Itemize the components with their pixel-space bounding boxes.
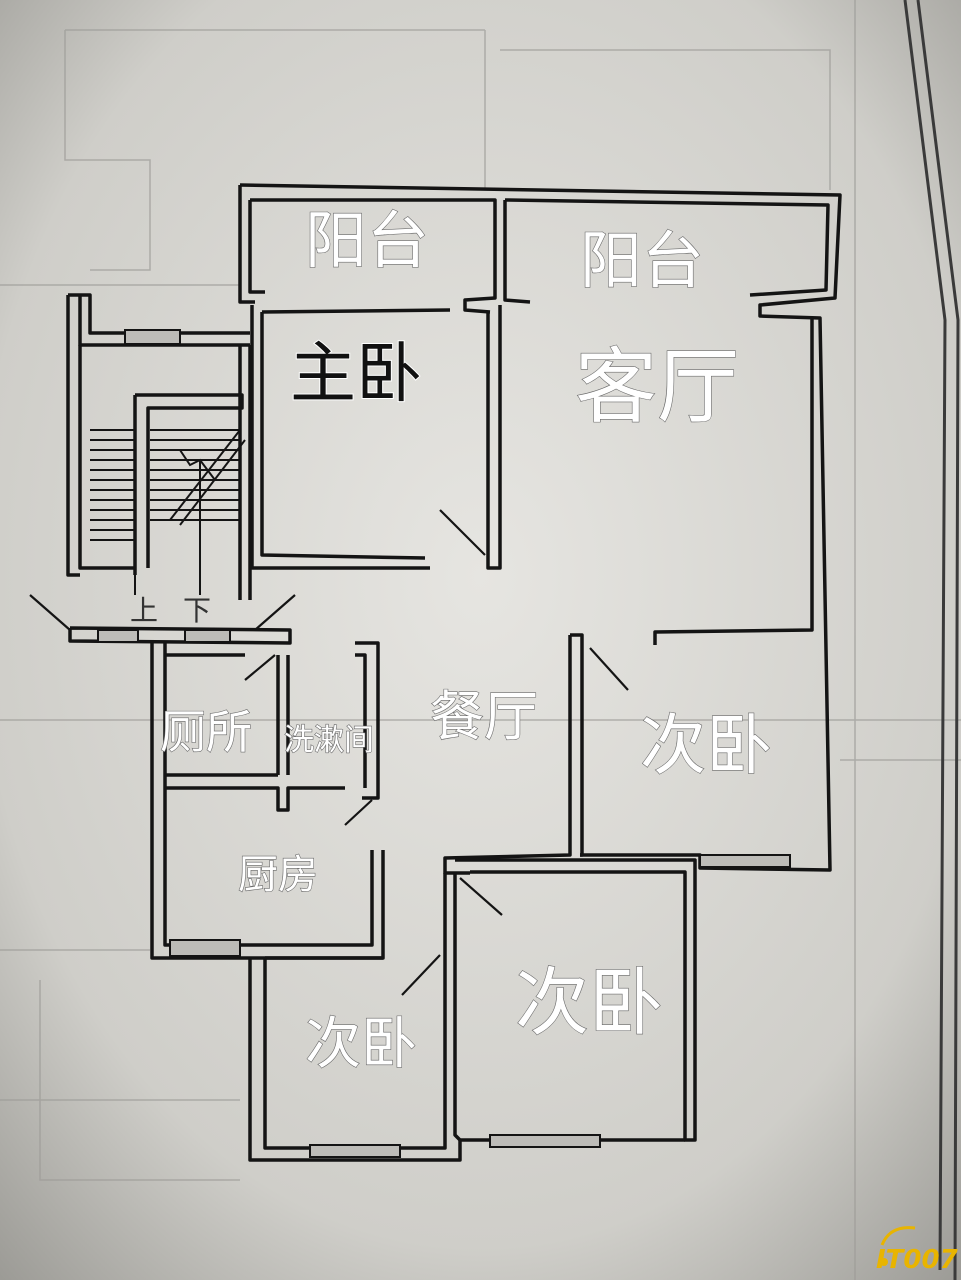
room-label-toilet: 厕所 bbox=[160, 705, 252, 759]
room-label-dining-room: 餐厅 bbox=[430, 685, 538, 748]
stairs-up-label: 上 bbox=[130, 594, 158, 627]
watermark-logo bbox=[880, 1226, 916, 1266]
room-label-balcony-left: 阳台 bbox=[305, 204, 429, 277]
room-label-second-bedroom-bottom: 次卧 bbox=[305, 1012, 417, 1077]
room-label-kitchen: 厨房 bbox=[238, 852, 318, 898]
stairs-down-label: 下 bbox=[183, 594, 211, 627]
room-label-master-bedroom: 主卧 bbox=[290, 335, 422, 412]
staircase bbox=[90, 429, 246, 595]
room-label-second-bedroom-center: 次卧 bbox=[515, 960, 663, 1046]
watermark-text: IT007 bbox=[876, 1245, 959, 1275]
sheet-border bbox=[903, 0, 960, 1280]
windows bbox=[97, 329, 791, 1158]
room-label-living-room: 客厅 bbox=[575, 340, 739, 435]
room-label-washroom: 洗漱间 bbox=[284, 723, 374, 758]
room-label-balcony-right: 阳台 bbox=[580, 224, 704, 297]
door-swings bbox=[29, 509, 629, 996]
room-label-second-bedroom-right: 次卧 bbox=[640, 707, 772, 784]
